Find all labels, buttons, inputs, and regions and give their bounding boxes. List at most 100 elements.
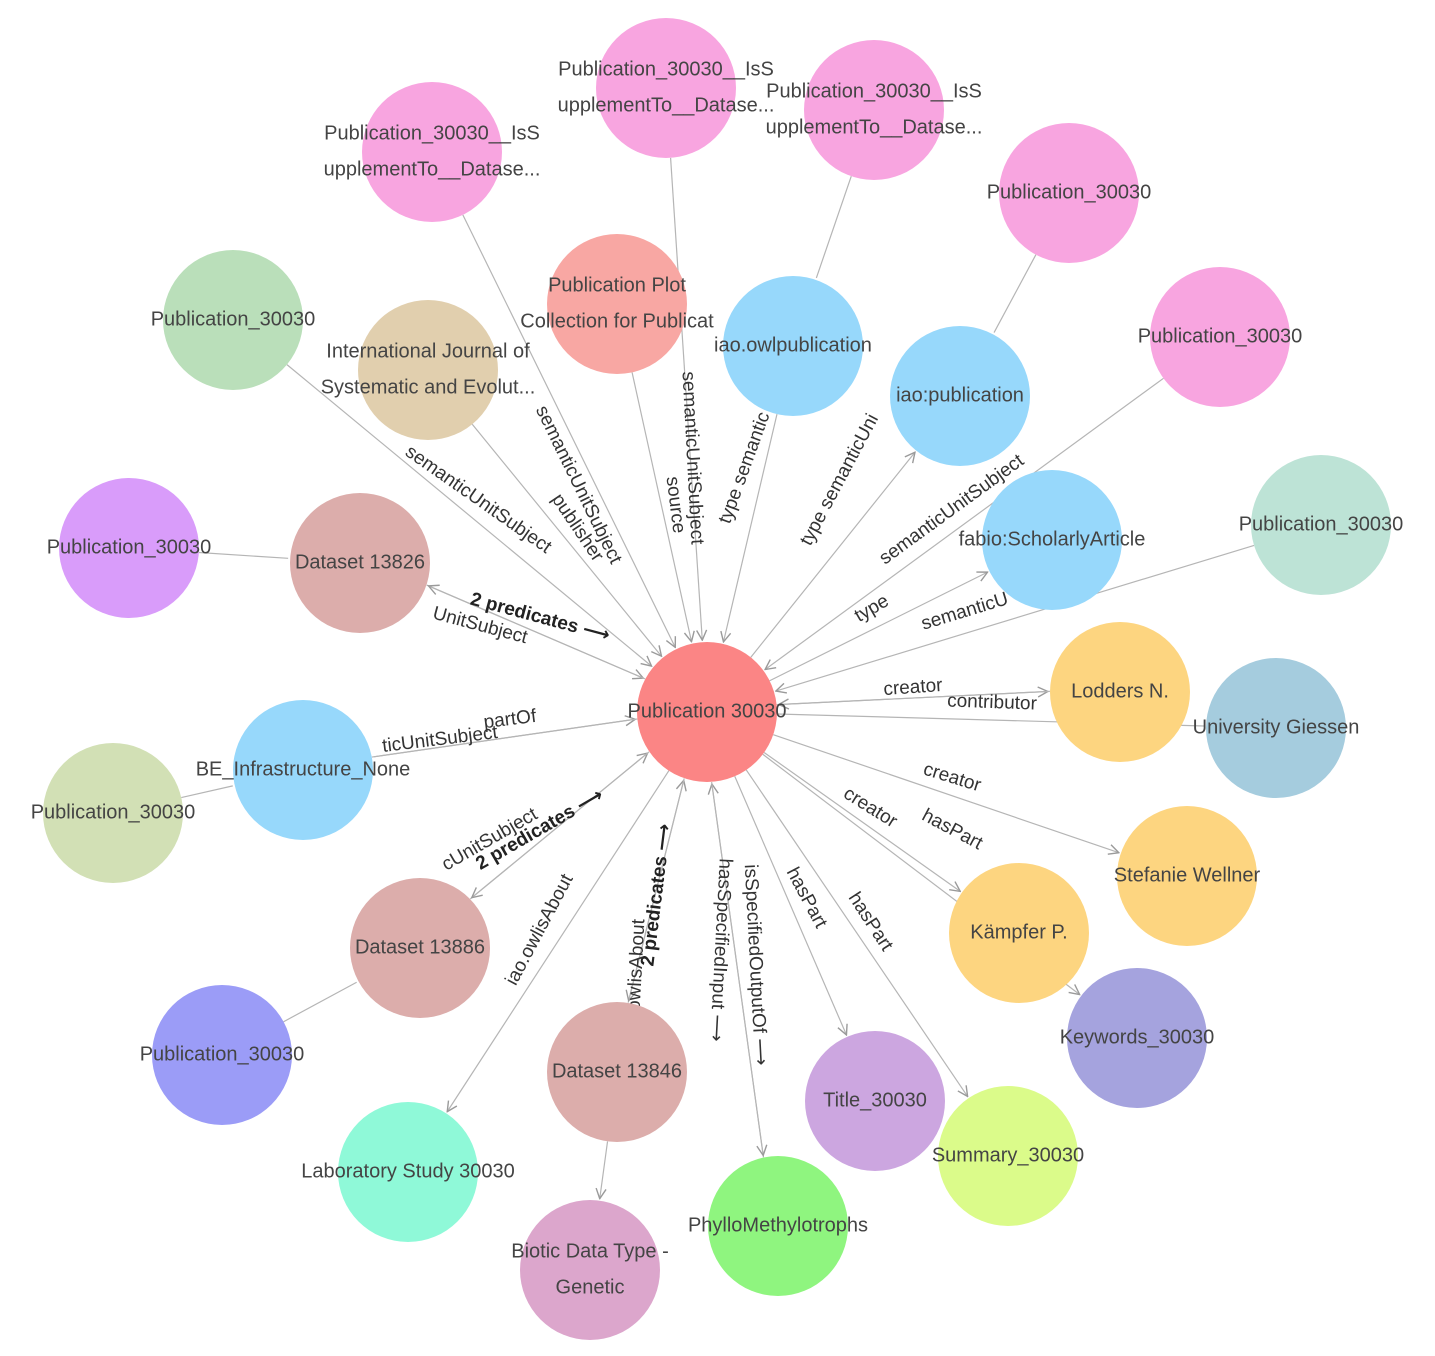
node-pub-sage[interactable]: Publication_30030 xyxy=(31,743,196,883)
edge-center-ds13826[interactable] xyxy=(429,586,646,680)
node-circle[interactable] xyxy=(547,1002,687,1142)
node-circle[interactable] xyxy=(805,1031,945,1171)
node-circle[interactable] xyxy=(999,123,1139,263)
node-circle[interactable] xyxy=(1067,968,1207,1108)
node-label: International Journal of xyxy=(326,340,530,362)
node-pub-green[interactable]: Publication_30030 xyxy=(151,250,316,390)
node-circle[interactable] xyxy=(982,470,1122,610)
node-ds13846[interactable]: Dataset 13846 xyxy=(547,1002,687,1142)
edge-center-phyllo[interactable] xyxy=(711,781,764,1155)
node-pub-top2[interactable]: Publication_30030__IsSupplementTo__Datas… xyxy=(558,18,775,158)
edge-lodders-center[interactable] xyxy=(779,690,1050,704)
node-pub-top1[interactable]: Publication_30030__IsSupplementTo__Datas… xyxy=(324,82,541,222)
node-label: Publication_30030 xyxy=(1138,325,1303,347)
edge-owlpub-center[interactable] xyxy=(723,414,778,642)
node-center[interactable]: Publication 30030 xyxy=(627,642,787,782)
node-phyllo[interactable]: PhylloMethylotrophs xyxy=(688,1156,868,1296)
node-circle[interactable] xyxy=(723,276,863,416)
nodes-layer: Publication 30030 Publication_30030__IsSu… xyxy=(31,18,1404,1340)
node-pub-mint[interactable]: Publication_30030 xyxy=(1239,455,1404,595)
node-title[interactable]: Title_30030 xyxy=(805,1031,945,1171)
node-giessen[interactable]: University Giessen xyxy=(1193,658,1360,798)
node-pub-top3[interactable]: Publication_30030__IsSupplementTo__Datas… xyxy=(766,40,983,180)
node-pub-pink-a[interactable]: Publication_30030 xyxy=(987,123,1152,263)
edge-pub-mint-center[interactable] xyxy=(776,544,1255,691)
edge-pub-top3-owlpub[interactable] xyxy=(815,176,852,279)
node-circle[interactable] xyxy=(547,234,687,374)
node-circle[interactable] xyxy=(43,743,183,883)
node-circle[interactable] xyxy=(233,700,373,840)
edge-center-summary[interactable] xyxy=(745,769,967,1096)
node-circle[interactable] xyxy=(596,18,736,158)
node-circle[interactable] xyxy=(163,250,303,390)
node-circle[interactable] xyxy=(804,40,944,180)
edge-pub-blue-ds13886[interactable] xyxy=(283,981,357,1023)
edge-center-wellner[interactable] xyxy=(773,734,1119,853)
edge-plot-center[interactable] xyxy=(631,372,691,641)
node-circle[interactable] xyxy=(1206,658,1346,798)
node-be-infra[interactable]: BE_Infrastructure_None xyxy=(196,700,411,840)
node-pub-pink-b[interactable]: Publication_30030 xyxy=(1138,267,1303,407)
node-keywords[interactable]: Keywords_30030 xyxy=(1060,968,1215,1108)
node-summary[interactable]: Summary_30030 xyxy=(932,1086,1084,1226)
node-circle[interactable] xyxy=(338,1102,478,1242)
node-circle[interactable] xyxy=(637,642,777,782)
node-label: Dataset 13846 xyxy=(552,1060,682,1082)
node-circle[interactable] xyxy=(1117,806,1257,946)
node-circle[interactable] xyxy=(1050,622,1190,762)
edge-label: partOf xyxy=(482,706,538,733)
node-circle[interactable] xyxy=(362,82,502,222)
node-circle[interactable] xyxy=(520,1200,660,1340)
node-circle[interactable] xyxy=(938,1086,1078,1226)
node-circle[interactable] xyxy=(152,985,292,1125)
node-kampfer[interactable]: Kämpfer P. xyxy=(949,863,1089,1003)
edge-pub-top1-center[interactable] xyxy=(462,214,675,648)
edge-center-fabio[interactable] xyxy=(769,572,988,682)
edge-center-ds13846[interactable] xyxy=(629,778,685,1000)
edge-center-title[interactable] xyxy=(734,776,847,1035)
node-circle[interactable] xyxy=(290,493,430,633)
node-circle[interactable] xyxy=(1251,455,1391,595)
node-biotic[interactable]: Biotic Data Type -Genetic xyxy=(511,1200,669,1340)
node-circle[interactable] xyxy=(890,326,1030,466)
edge-pub-sage-be-infra[interactable] xyxy=(181,785,233,799)
edge-center-ds13886[interactable] xyxy=(472,751,650,898)
node-ds13826[interactable]: Dataset 13826 xyxy=(290,493,430,633)
node-circle[interactable] xyxy=(350,878,490,1018)
node-lab[interactable]: Laboratory Study 30030 xyxy=(301,1102,515,1242)
edge-center-kampfer[interactable] xyxy=(763,751,960,891)
edge-pub-top2-center[interactable] xyxy=(669,157,703,640)
node-circle[interactable] xyxy=(1150,267,1290,407)
node-label: Genetic xyxy=(556,1276,625,1298)
node-label: fabio:ScholarlyArticle xyxy=(959,528,1146,550)
node-owlpub[interactable]: iao.owlpublication xyxy=(714,276,872,416)
node-pub-violet[interactable]: Publication_30030 xyxy=(47,478,212,618)
edge-center-be-infra[interactable] xyxy=(373,718,638,758)
edge-pub-violet-ds13826[interactable] xyxy=(198,551,289,559)
edge-journal-center[interactable] xyxy=(471,423,661,656)
edge-pub-pink-a-iaopub[interactable] xyxy=(993,254,1037,333)
node-circle[interactable] xyxy=(949,863,1089,1003)
node-lodders[interactable]: Lodders N. xyxy=(1050,622,1190,762)
edge-center-iaopub[interactable] xyxy=(750,452,915,658)
edge-pub-green-center[interactable] xyxy=(286,364,652,667)
node-pub-blue[interactable]: Publication_30030 xyxy=(140,985,305,1125)
edge-label: type semantic xyxy=(715,409,775,526)
node-circle[interactable] xyxy=(59,478,199,618)
node-ds13886[interactable]: Dataset 13886 xyxy=(350,878,490,1018)
edge-center-lab[interactable] xyxy=(447,770,670,1112)
node-label: Publication Plot xyxy=(548,274,686,296)
node-iaopub[interactable]: iao:publication xyxy=(890,326,1030,466)
node-label: upplementTo__Datase... xyxy=(766,116,983,138)
edge-ds13846-biotic[interactable] xyxy=(600,1141,609,1198)
node-circle[interactable] xyxy=(708,1156,848,1296)
node-label: Collection for Publicat xyxy=(520,310,714,332)
node-label: Publication_30030 xyxy=(151,308,316,330)
node-circle[interactable] xyxy=(358,300,498,440)
node-fabio[interactable]: fabio:ScholarlyArticle xyxy=(959,470,1146,610)
node-wellner[interactable]: Stefanie Wellner xyxy=(1114,806,1261,946)
edge-pub-pink-b-center[interactable] xyxy=(765,377,1164,669)
node-label: Keywords_30030 xyxy=(1060,1026,1215,1048)
